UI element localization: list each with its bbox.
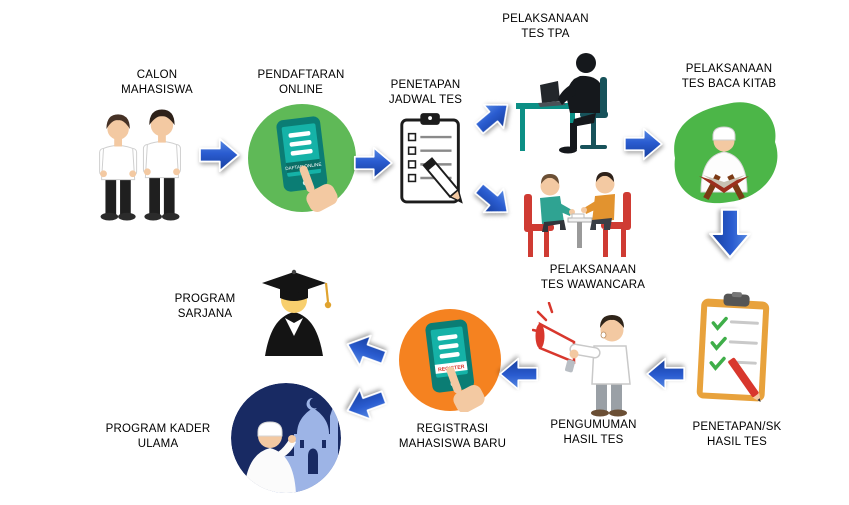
mortarboard-icon (262, 272, 326, 294)
label-registrasi: REGISTRASI MAHASISWA BARU (398, 423, 507, 450)
announcer-person (569, 315, 631, 417)
left-chair-icon (524, 194, 554, 257)
arrow-calon-to-pendaftaran-icon (197, 132, 241, 178)
label-tes-baca-kitab: PELAKSANAAN TES BACA KITAB (681, 63, 777, 90)
arrow-baca-kitab-to-sk-icon (701, 206, 759, 260)
new-student-registration-illustration: REGISTER (398, 308, 502, 412)
student-2 (142, 109, 181, 221)
kitab-reading-illustration (665, 96, 785, 214)
pencil-icon (422, 157, 463, 204)
tpa-test-illustration (514, 45, 624, 155)
arrow-registrasi-to-sarjana-icon (338, 323, 394, 379)
arrow-jadwal-to-wawancara-icon (463, 170, 523, 231)
label-tes-wawancara: PELAKSANAAN TES WAWANCARA (540, 264, 646, 291)
tassel-icon (324, 282, 330, 303)
arrow-pengumuman-to-registrasi-icon (498, 351, 540, 397)
result-decree-illustration (686, 292, 781, 407)
schedule-clipboard-illustration (394, 110, 472, 208)
label-calon-mahasiswa: CALON MAHASISWA (121, 69, 193, 96)
online-registration-illustration: DAFTAR ONLINE (247, 103, 357, 213)
label-program-sarjana: PROGRAM SARJANA (174, 293, 236, 320)
book-stand-icon (699, 174, 749, 200)
megaphone-icon (535, 321, 576, 373)
students-illustration (85, 102, 197, 228)
interview-test-illustration (520, 160, 635, 260)
label-program-kader-ulama: PROGRAM KADER ULAMA (105, 423, 211, 450)
tablet-icon: REGISTER (425, 319, 475, 393)
interviewer (540, 174, 575, 232)
announcement-illustration (532, 302, 644, 417)
crescent-icon (306, 397, 317, 410)
laptop-icon (538, 81, 566, 107)
label-penetapan-jadwal: PENETAPAN JADWAL TES (388, 79, 463, 106)
arrow-sk-to-pengumuman-icon (645, 351, 687, 397)
interviewee (581, 172, 615, 230)
graduate-illustration (244, 262, 344, 362)
red-pen-icon (728, 357, 761, 403)
label-pendaftaran-online: PENDAFTARAN ONLINE (257, 69, 345, 96)
label-penetapan-sk: PENETAPAN/SK HASIL TES (692, 421, 782, 448)
pointing-hand-icon (446, 366, 485, 412)
arrow-tpa-to-baca-kitab-icon (622, 121, 664, 167)
arrow-jadwal-to-tpa-icon (463, 87, 523, 148)
label-tes-tpa: PELAKSANAAN TES TPA (502, 13, 589, 40)
arrow-pendaftaran-to-jadwal-icon (352, 140, 394, 186)
label-pengumuman: PENGUMUMAN HASIL TES (550, 419, 637, 446)
tablet-icon: DAFTAR ONLINE (276, 116, 328, 192)
pointing-hand-icon (299, 165, 338, 212)
seated-person (558, 53, 600, 154)
checkmarks (709, 316, 728, 371)
student-1 (99, 114, 138, 221)
table-icon (567, 213, 593, 248)
arrow-registrasi-to-kader-icon (338, 376, 394, 432)
kader-ulama-illustration (230, 382, 342, 494)
praying-person (244, 421, 296, 493)
